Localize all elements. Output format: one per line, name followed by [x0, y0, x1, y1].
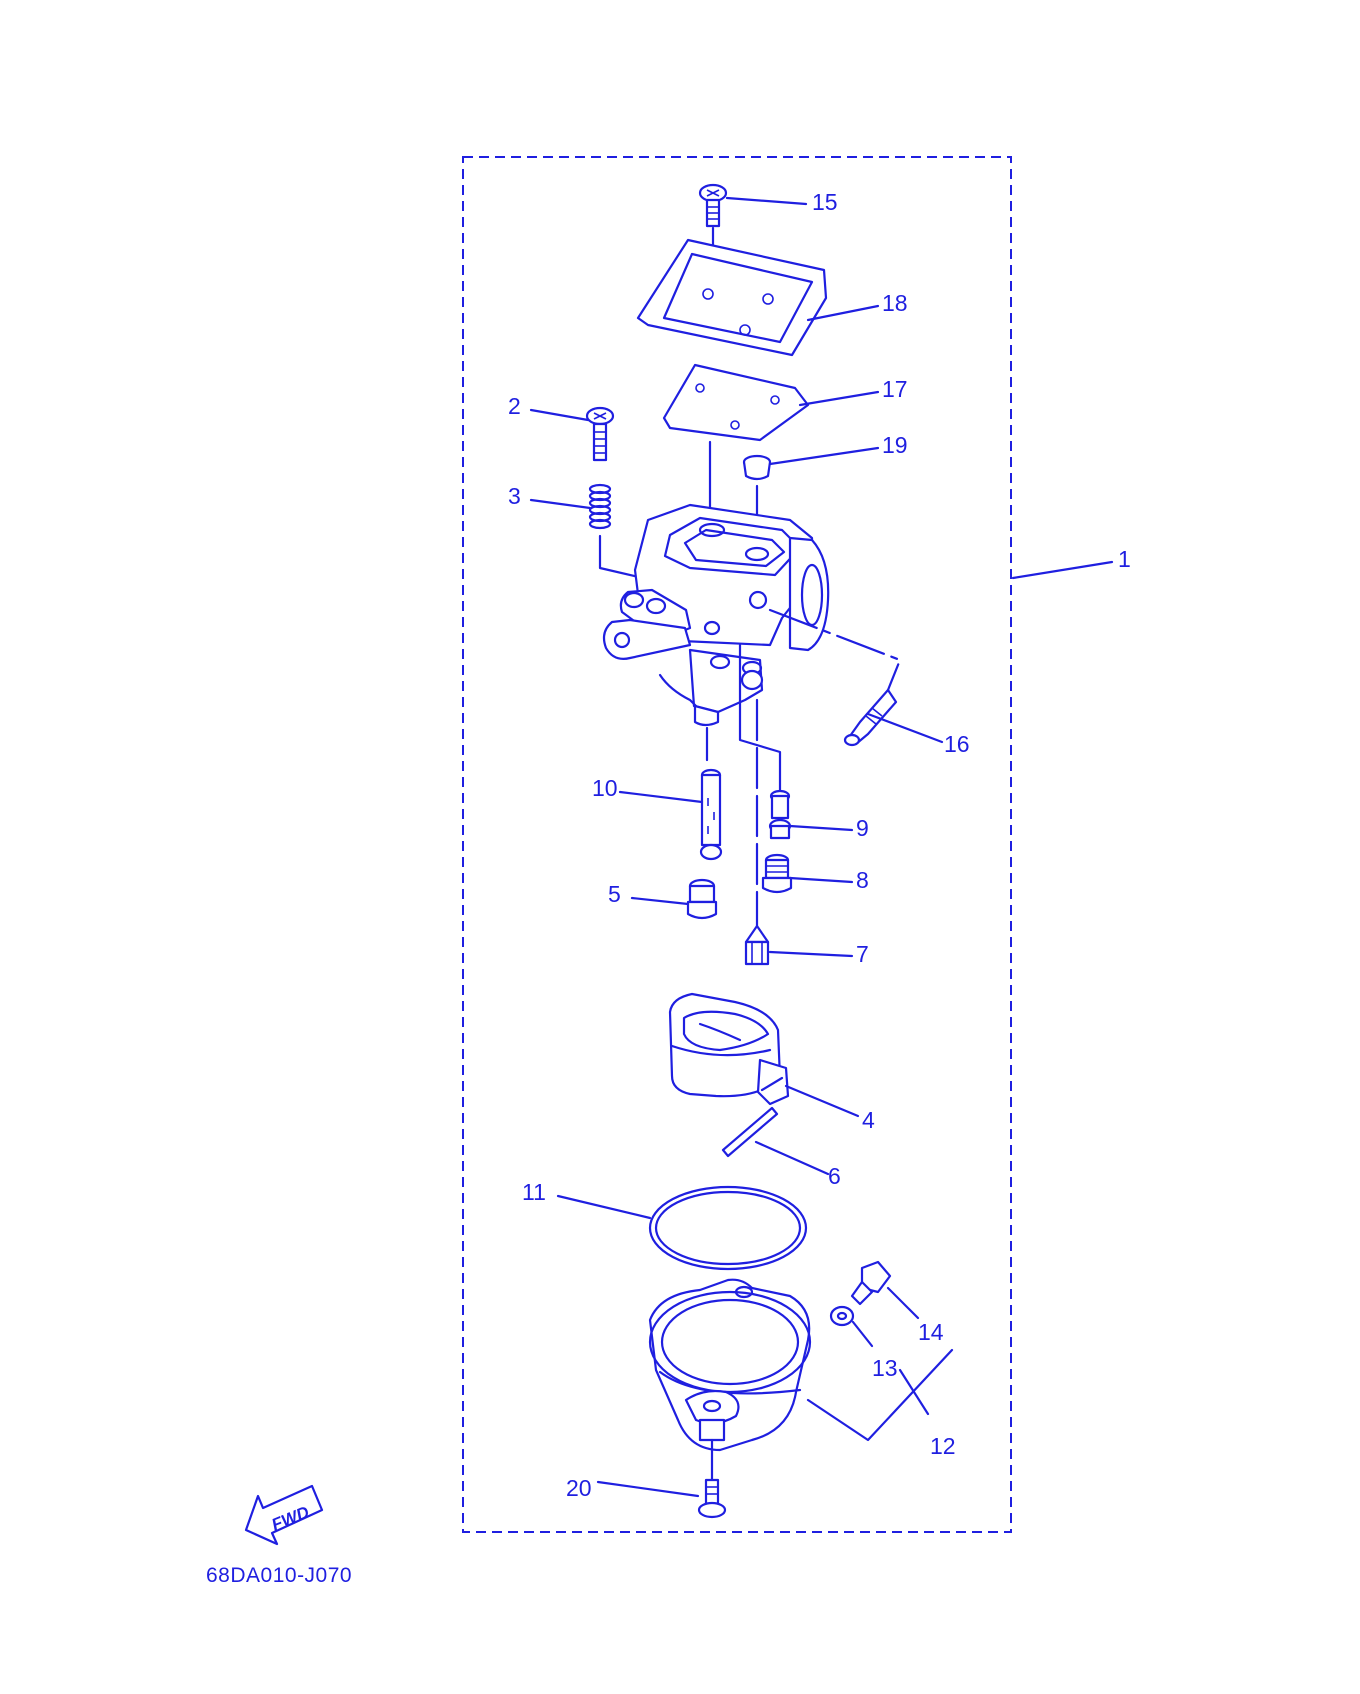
callout-4: 4 [862, 1107, 875, 1133]
part-4-float [668, 992, 790, 1106]
callout-16: 16 [944, 731, 970, 757]
part-14-drain-screw [850, 1260, 892, 1306]
part-11-o-ring [648, 1185, 808, 1271]
part-20-screw [697, 1478, 727, 1519]
callout-18: 18 [882, 290, 908, 316]
part-16-pilot-screw [843, 688, 898, 747]
leader-lines [529, 196, 1114, 1498]
part-2-screw [585, 406, 615, 462]
callout-9: 9 [856, 815, 869, 841]
part-18-cover-plate [636, 238, 828, 357]
callout-11: 11 [522, 1179, 546, 1205]
assembly-boundary [462, 156, 1012, 1533]
callout-10: 10 [592, 775, 618, 801]
diagram-code: 68DA010-J070 [206, 1564, 352, 1587]
part-6-pin [721, 1106, 779, 1158]
callout-20: 20 [566, 1475, 592, 1501]
part-13-washer [829, 1305, 855, 1327]
callout-7: 7 [856, 941, 869, 967]
callout-labels: 15 18 17 19 1 2 3 16 10 9 8 5 7 4 6 11 1… [508, 189, 1131, 1501]
carburetor-body [602, 503, 830, 727]
fwd-arrow-icon: FWD [244, 1484, 324, 1546]
part-8-plug [761, 853, 793, 894]
part-9-pilot-jet [768, 789, 792, 840]
callout-19: 19 [882, 432, 908, 458]
callout-13: 13 [872, 1355, 898, 1381]
callout-14: 14 [918, 1319, 944, 1345]
callout-17: 17 [882, 376, 908, 402]
callout-5: 5 [608, 881, 621, 907]
callout-2: 2 [508, 393, 521, 419]
part-10-main-nozzle [699, 768, 723, 861]
callout-12: 12 [930, 1433, 956, 1459]
callout-15: 15 [812, 189, 838, 215]
callout-3: 3 [508, 483, 521, 509]
part-5-main-jet [686, 878, 718, 920]
callout-8: 8 [856, 867, 869, 893]
part-7-needle-valve [744, 924, 770, 966]
part-17-gasket [662, 363, 810, 517]
callout-6: 6 [828, 1163, 841, 1189]
callout-1: 1 [1118, 546, 1131, 572]
part-12-float-chamber [648, 1278, 812, 1484]
